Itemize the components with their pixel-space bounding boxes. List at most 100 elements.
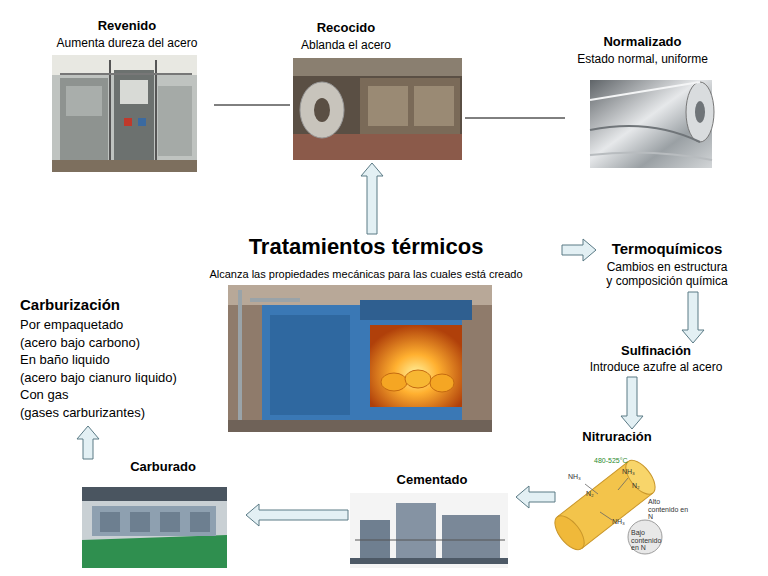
- recocido-photo-part: [360, 78, 460, 136]
- cementado-photo: [350, 493, 508, 568]
- revenido-photo-part: [66, 86, 102, 116]
- node-text: Alcanza las propiedades mecánicas para l…: [170, 268, 562, 281]
- node-text: (gases carburizantes): [20, 404, 220, 422]
- nitriding-illustration: [549, 455, 662, 554]
- furnace-photo-part: [381, 373, 407, 391]
- recocido-photo-part: [293, 58, 462, 160]
- furnace-photo-part: [430, 374, 454, 392]
- node-text: Cambios en estructura y composición quím…: [605, 260, 729, 289]
- nitriding-illustration-part-part: [557, 462, 628, 517]
- normalizado-photo: [590, 80, 714, 168]
- carburado-photo-part: [130, 512, 150, 532]
- revenido-photo-part: [60, 78, 108, 160]
- node-text: (acero bajo cianuro liquido): [20, 369, 220, 387]
- normalizado-photo-part: [686, 82, 714, 142]
- furnace-photo-part: [270, 315, 350, 415]
- block-arrow: [361, 163, 383, 234]
- furnace-photo-part: [228, 285, 492, 432]
- furnace-photo-part: [238, 290, 242, 420]
- node-text: En baño liquido: [20, 351, 220, 369]
- node-text: Por empaquetado: [20, 316, 220, 334]
- process-box: Nitruración: [555, 429, 679, 558]
- gas-label: N₂: [586, 490, 606, 498]
- revenido-photo-part: [158, 86, 192, 156]
- node-title: Termoquímicos: [596, 240, 738, 258]
- node-text: Aumenta dureza del acero: [40, 36, 214, 50]
- node-title: Carburización: [20, 296, 220, 314]
- furnace-photo-part: [262, 305, 462, 423]
- process-box: TermoquímicosCambios en estructura y com…: [596, 240, 738, 292]
- recocido-photo-part: [293, 58, 462, 76]
- cementado-photo-part: [396, 503, 436, 560]
- gas-label: NH₃: [622, 468, 642, 476]
- connector-line: [465, 118, 565, 119]
- revenido-photo-part: [124, 118, 132, 126]
- revenido-photo-part: [52, 160, 197, 172]
- carburado-photo-part: [92, 506, 216, 536]
- normalizado-photo-part: [590, 126, 700, 142]
- carburado-photo-part: [190, 512, 210, 532]
- carburado-photo-part: [160, 512, 180, 532]
- node-title: Sulfinación: [576, 343, 736, 359]
- recocido-photo-part: [414, 86, 454, 126]
- annotation-label: Bajo contenido en N: [631, 529, 659, 552]
- central-box: Tratamientos térmicosAlcanza las propied…: [170, 234, 562, 434]
- recocido-photo-part: [368, 86, 408, 126]
- node-text: Ablanda el acero: [290, 38, 402, 52]
- cementado-photo-part: [350, 558, 508, 564]
- cementado-photo-part: [355, 540, 505, 541]
- process-box: Carburado: [80, 459, 246, 570]
- carburado-photo-part: [100, 512, 120, 532]
- block-arrow: [77, 426, 99, 459]
- node-text: Con gas: [20, 386, 220, 404]
- revenido-photo-part: [60, 73, 192, 75]
- gas-label: NH₃: [612, 518, 632, 526]
- nitriding-illustration-part-part: [549, 511, 589, 555]
- gas-label: N₂: [632, 482, 652, 490]
- temperature-label: 480-525°C: [594, 457, 644, 465]
- revenido-photo-part: [138, 118, 146, 126]
- furnace-photo-part: [360, 300, 472, 320]
- recocido-photo-part: [300, 82, 344, 138]
- connector-line: [214, 105, 290, 106]
- revenido-photo-part: [114, 70, 154, 162]
- node-title: Revenido: [40, 18, 214, 34]
- process-box: SulfinaciónIntroduce azufre al acero: [576, 343, 736, 377]
- node-text: Estado normal, uniforme: [565, 52, 720, 66]
- process-box: RecocidoAblanda el acero: [290, 20, 465, 163]
- node-title: Tratamientos térmicos: [170, 234, 562, 260]
- block-arrow: [516, 486, 555, 508]
- nitriding-illustration-part: [600, 512, 612, 520]
- process-box: Cementado: [348, 472, 516, 570]
- process-box: NormalizadoEstado normal, uniforme: [565, 34, 720, 170]
- node-title: Recocido: [290, 20, 402, 36]
- normalizado-photo-part: [695, 101, 705, 123]
- block-arrow: [621, 377, 643, 429]
- recocido-photo: [293, 58, 462, 160]
- furnace-photo-part: [370, 325, 462, 407]
- carburado-photo-part: [82, 487, 227, 568]
- recocido-photo-part: [314, 98, 330, 122]
- nitriding-illustration-part: [618, 478, 628, 490]
- block-arrow: [562, 239, 596, 261]
- furnace-photo-part: [250, 298, 300, 302]
- normalizado-photo-part: [590, 152, 712, 160]
- cementado-photo-part: [350, 493, 508, 568]
- carburado-photo: [82, 487, 227, 568]
- nitriding-illustration-part: [628, 520, 662, 554]
- node-title: Carburado: [80, 459, 246, 475]
- annotation-label: Alto contenido en N: [648, 498, 690, 521]
- block-arrow: [682, 292, 704, 343]
- normalizado-photo-part: [590, 82, 700, 100]
- node-text: (acero bajo carbono): [20, 334, 220, 352]
- revenido-photo-part: [120, 80, 148, 104]
- gas-label: NH₃: [568, 473, 588, 481]
- block-arrow: [246, 504, 348, 526]
- node-text: Introduce azufre al acero: [576, 360, 736, 374]
- process-box: CarburizaciónPor empaquetado(acero bajo …: [20, 296, 220, 426]
- furnace-photo-part: [228, 420, 492, 432]
- carburado-photo-part: [82, 535, 227, 568]
- process-box: RevenidoAumenta dureza del acero: [40, 18, 214, 174]
- node-title: Cementado: [348, 472, 516, 488]
